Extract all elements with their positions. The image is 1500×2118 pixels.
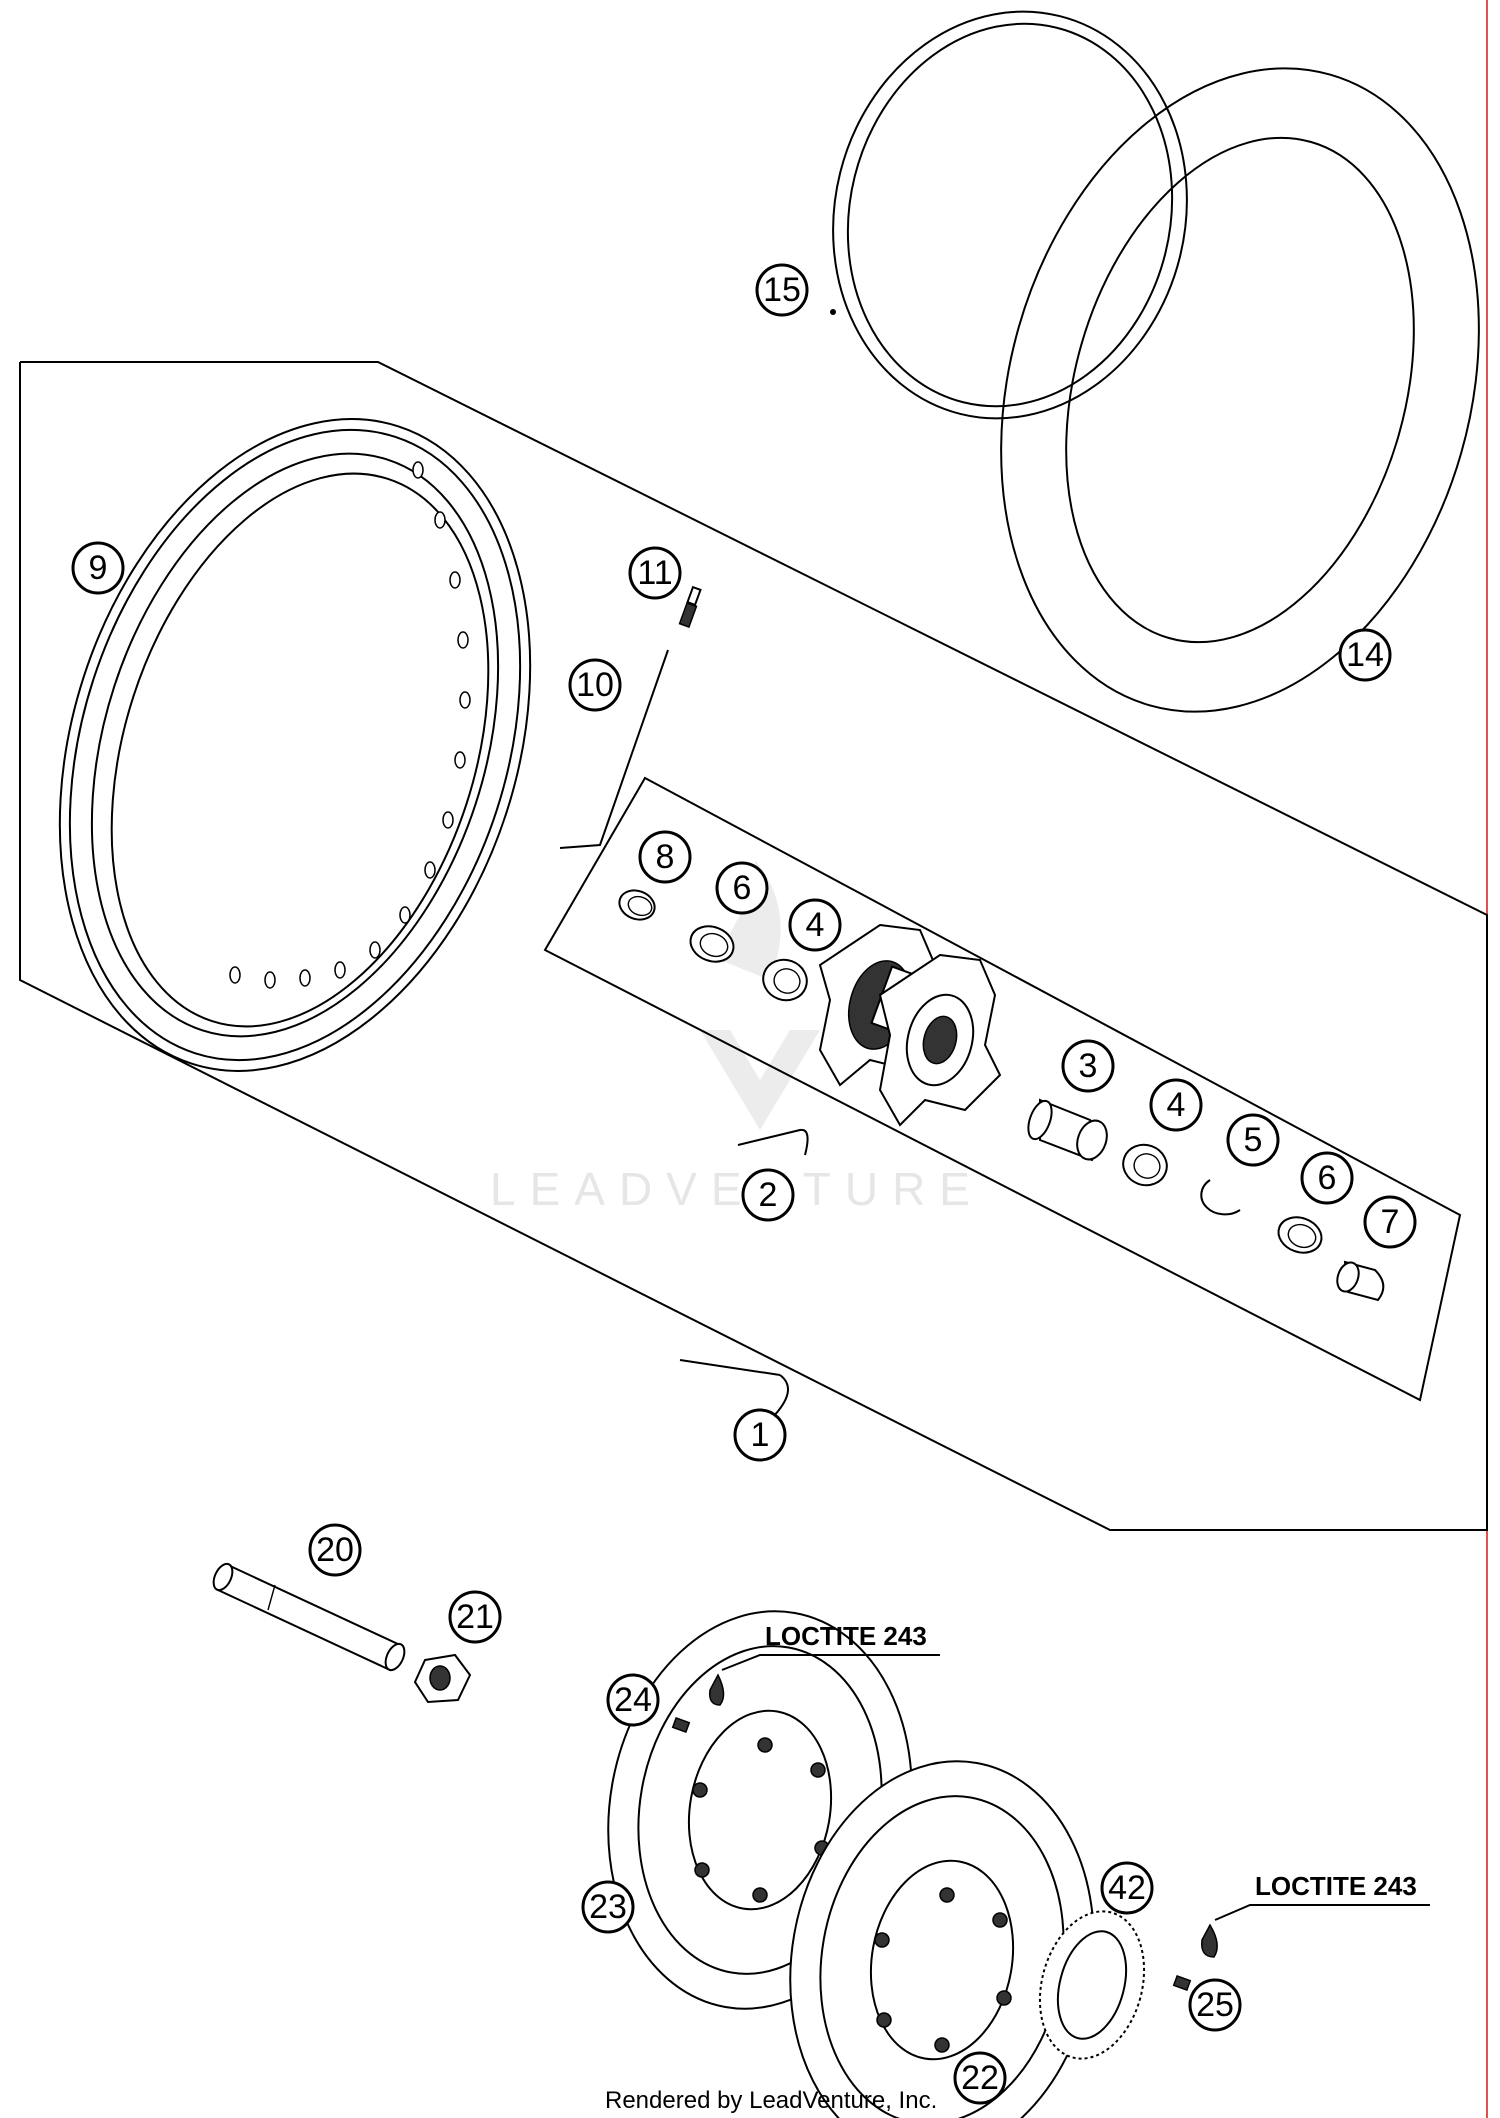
loctite-drop-right: [1201, 1923, 1218, 1958]
svg-text:24: 24: [614, 1681, 652, 1719]
svg-text:15: 15: [763, 271, 801, 309]
svg-text:4: 4: [1167, 1086, 1186, 1124]
svg-text:11: 11: [637, 554, 672, 592]
svg-text:21: 21: [456, 1598, 494, 1636]
callout-4b: 4: [1149, 1078, 1203, 1132]
callout-9: 9: [71, 541, 125, 595]
svg-text:8: 8: [656, 838, 675, 876]
loctite-drop-top: [708, 1673, 725, 1706]
bearing-6b-part: [1277, 1216, 1323, 1254]
screw-25-part: [1172, 1974, 1192, 1992]
svg-text:6: 6: [733, 869, 752, 907]
callout-22: 22: [953, 2051, 1007, 2105]
spacer-3-part: [1027, 1098, 1108, 1162]
hub-assembly-box: [543, 776, 1462, 1402]
callout-15: 15: [755, 263, 809, 317]
svg-text:7: 7: [1381, 1203, 1400, 1241]
seal-7-part: [1336, 1260, 1385, 1302]
callout-2: 2: [741, 1168, 795, 1222]
callout-21: 21: [448, 1590, 502, 1644]
assembly-outline: [19, 361, 1488, 1531]
svg-text:20: 20: [316, 1531, 354, 1569]
watermark-text: LEADVENTURE: [490, 1163, 984, 1215]
seal-8-part: [618, 889, 656, 921]
circlip-5-part: [1200, 1179, 1241, 1216]
callout-6a: 6: [715, 861, 769, 915]
svg-text:10: 10: [576, 666, 614, 704]
callout-42: 42: [1100, 1861, 1154, 1915]
svg-text:4: 4: [806, 906, 825, 944]
svg-text:1: 1: [751, 1416, 770, 1454]
callout-3: 3: [1061, 1039, 1115, 1093]
rim-spoke-holes: [229, 461, 471, 989]
callout-14: 14: [1338, 628, 1392, 682]
svg-text:9: 9: [89, 549, 108, 587]
rim-band-part: [830, 10, 1188, 420]
loctite-right-leader: [1214, 1904, 1430, 1921]
svg-text:14: 14: [1346, 636, 1384, 674]
callout-20: 20: [308, 1523, 362, 1577]
callout-25: 25: [1188, 1978, 1242, 2032]
rim-part: [58, 418, 532, 1072]
screw-24-part: [671, 1716, 691, 1734]
hub-part: [818, 923, 1002, 1127]
callout-11: 11: [628, 546, 682, 600]
sensor-ring-part: [1038, 1910, 1146, 2060]
loctite-top-leader: [721, 1654, 940, 1671]
brake-disc-22-part: [789, 1760, 1095, 2118]
svg-text:3: 3: [1079, 1047, 1098, 1085]
svg-text:2: 2: [759, 1176, 778, 1214]
callout-4a: 4: [788, 898, 842, 952]
callout-1: 1: [733, 1408, 787, 1462]
callout-23: 23: [581, 1880, 635, 1934]
spoke-part: [559, 649, 669, 849]
spoke-nipple-part: [678, 585, 702, 629]
callout-10: 10: [568, 658, 622, 712]
loctite-top-label: LOCTITE 243: [765, 1621, 927, 1651]
svg-text:42: 42: [1108, 1869, 1146, 1907]
callout-24: 24: [606, 1673, 660, 1727]
footer-credit: Rendered by LeadVenture, Inc.: [605, 2087, 937, 2114]
axle-part: [212, 1562, 406, 1672]
bearing-4b-part: [1122, 1143, 1168, 1187]
svg-text:22: 22: [961, 2059, 999, 2097]
axle-nut-part: [413, 1653, 472, 1704]
svg-text:23: 23: [589, 1888, 627, 1926]
callout-8: 8: [638, 830, 692, 884]
callout-5: 5: [1226, 1113, 1280, 1167]
tire-part: [1000, 67, 1480, 713]
callout-6b: 6: [1300, 1151, 1354, 1205]
svg-text:25: 25: [1196, 1986, 1234, 2024]
loctite-right-label: LOCTITE 243: [1255, 1871, 1417, 1901]
bearing-6a-part: [689, 925, 735, 963]
bearing-4a-part: [762, 958, 808, 1002]
svg-text:5: 5: [1244, 1121, 1263, 1159]
callout-7: 7: [1363, 1195, 1417, 1249]
svg-text:6: 6: [1318, 1159, 1337, 1197]
